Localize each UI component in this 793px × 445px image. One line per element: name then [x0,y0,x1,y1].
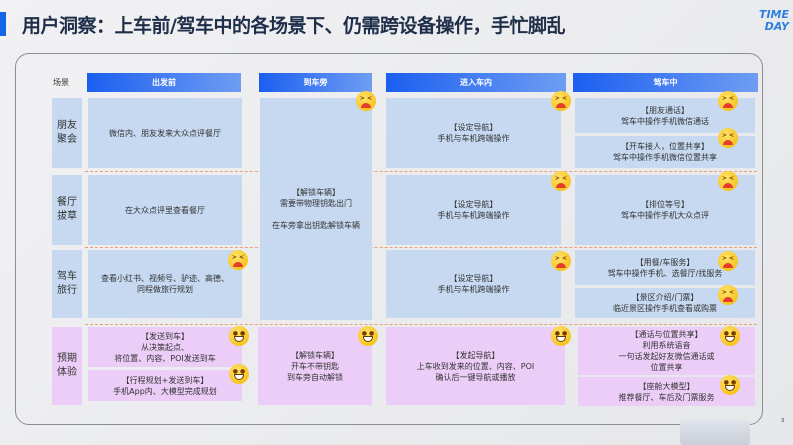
cell-trip-before: 查看小红书、视频号、驴迹、高德、 同程做旅行规划 [88,250,242,318]
angry-face-icon: > < [551,91,571,111]
angry-face-icon: > < [551,251,571,271]
cell-restaurant-entering: 【设定导航】 手机与车机跨端操作 [386,175,561,245]
col-header-before-departure: 出发前 [87,73,241,92]
angry-face-icon: > < [228,250,248,270]
page-number: 3 [781,418,785,424]
cell-friends-entering: 【设定导航】 手机与车机跨端操作 [386,98,561,168]
row-label-expected: 预期 体验 [52,327,82,405]
angry-face-icon: > < [718,251,738,271]
row-label-restaurant: 餐厅 拔草 [52,175,82,245]
angry-face-icon: > < [718,171,738,191]
row-separator [85,171,757,172]
cell-trip-planning: 【行程规划+发送到车】 手机App内、大模型完成规划 [88,370,242,401]
cell-restaurant-before: 在大众点评里查看餐厅 [88,175,242,245]
angry-face-icon: > < [718,285,738,305]
page-title: 用户洞察：上车前/驾车中的各场景下、仍需跨设备操作，手忙脚乱 [22,15,565,37]
angry-face-icon: > < [356,91,376,111]
decorative-device-illustration [680,420,750,445]
cell-unlock-vehicle-pain: 【解锁车辆】 需要带物理钥匙出门 在车旁拿出钥匙解锁车辆 [260,98,372,320]
cell-send-to-car: 【发送到车】 从决策起点、 将位置、内容、POI发送到车 [88,327,242,367]
smiley-face-icon: ● ● [720,326,740,346]
cell-auto-unlock: 【解锁车辆】 开车不带钥匙 到车旁自动解锁 [258,327,372,405]
smiley-face-icon: ● ● [720,375,740,395]
row-separator [85,247,757,248]
col-header-at-car: 到车旁 [259,73,372,92]
row-label-friends-gathering: 朋友 聚会 [52,98,82,168]
row-separator [85,324,757,325]
scene-header: 场景 [53,77,69,87]
angry-face-icon: > < [551,171,571,191]
smiley-face-icon: ● ● [229,364,249,384]
cell-start-navigation: 【发起导航】 上车收到发来的位置、内容、POI 确认后一键导航或播放 [386,327,565,405]
angry-face-icon: > < [718,91,738,111]
smiley-face-icon: ● ● [551,326,571,346]
row-label-road-trip: 驾车 旅行 [52,250,82,318]
smiley-face-icon: ● ● [229,326,249,346]
smiley-face-icon: ● ● [358,326,378,346]
insight-panel [15,53,763,425]
cell-friends-before: 微信内、朋友发来大众点评餐厅 [88,98,242,168]
col-header-entering-car: 进入车内 [386,73,566,92]
col-header-driving: 驾车中 [573,73,758,92]
angry-face-icon: > < [718,128,738,148]
title-accent-bar [0,12,6,36]
cell-pickup-location: 【开车接人，位置共享】 驾车中操作手机微信位置共享 [575,136,755,168]
cell-trip-entering: 【设定导航】 手机与车机跨端操作 [386,250,561,318]
